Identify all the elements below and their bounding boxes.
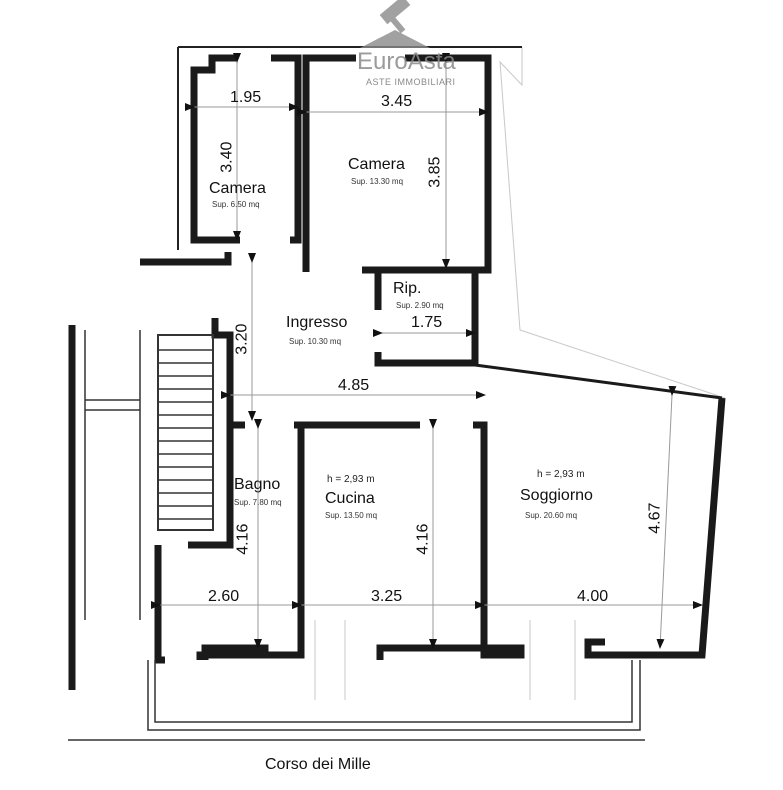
dimension-label: 3.85	[426, 156, 444, 188]
dimension-label: 4.16	[414, 523, 432, 555]
wall-bagno	[196, 651, 265, 660]
room-height: h = 2,93 m	[327, 474, 375, 485]
room-name: Soggiorno	[520, 487, 593, 504]
wall-corridor	[140, 252, 232, 266]
room-name: Rip.	[393, 280, 422, 297]
dimension-label: 4.67	[646, 502, 664, 534]
wall-camera-big	[302, 54, 356, 272]
room-area: Sup. 6.50 mq	[212, 200, 260, 209]
balcony	[68, 660, 645, 741]
staircase	[157, 334, 214, 531]
window	[314, 620, 576, 700]
wall-bagno	[188, 425, 234, 549]
wall-soggiorno	[584, 397, 726, 659]
logo-tagline: ASTE IMMOBILIARI	[366, 77, 456, 87]
room-height: h = 2,93 m	[537, 469, 585, 480]
wall-soggiorno	[474, 363, 723, 400]
room-name: Bagno	[234, 476, 281, 493]
room-area: Sup. 13.30 mq	[351, 177, 404, 186]
wall-camera-small	[190, 54, 240, 244]
dimension-label: 4.00	[577, 588, 609, 605]
room-name: Camera	[348, 156, 405, 173]
boundary-line	[499, 47, 726, 399]
room-area: Sup. 10.30 mq	[289, 337, 342, 346]
dimension-label: 3.45	[381, 93, 413, 110]
room-name: Cucina	[325, 490, 375, 507]
gavel-icon	[360, 0, 430, 48]
room-area: Sup. 2.90 mq	[396, 301, 444, 310]
wall-rip	[374, 272, 479, 367]
dimension-label: 3.20	[233, 323, 251, 355]
dimension-label: 4.16	[234, 523, 252, 555]
dimension-label: 4.85	[338, 377, 370, 394]
wall-cucina	[376, 421, 525, 660]
dimension-lines	[151, 53, 703, 649]
room-area: Sup. 20.60 mq	[525, 511, 578, 520]
street-label: Corso dei Mille	[265, 756, 371, 773]
wall-bagno	[154, 545, 165, 664]
dimension-label: 1.95	[230, 89, 262, 106]
logo-name: EuroAsta	[357, 48, 456, 75]
room-name: Camera	[209, 180, 266, 197]
dimension-label: 1.75	[411, 314, 443, 331]
stairwell	[84, 330, 141, 620]
wall-corridor	[211, 318, 245, 429]
dimension-label: 2.60	[208, 588, 240, 605]
wall-camera-small	[271, 54, 302, 244]
dimension-label: 3.25	[371, 588, 403, 605]
room-area: Sup. 13.50 mq	[325, 511, 378, 520]
stair-steps	[158, 349, 213, 520]
dimension-label: 3.40	[218, 141, 236, 173]
room-name: Ingresso	[286, 314, 348, 331]
room-area: Sup. 7.80 mq	[234, 498, 282, 507]
